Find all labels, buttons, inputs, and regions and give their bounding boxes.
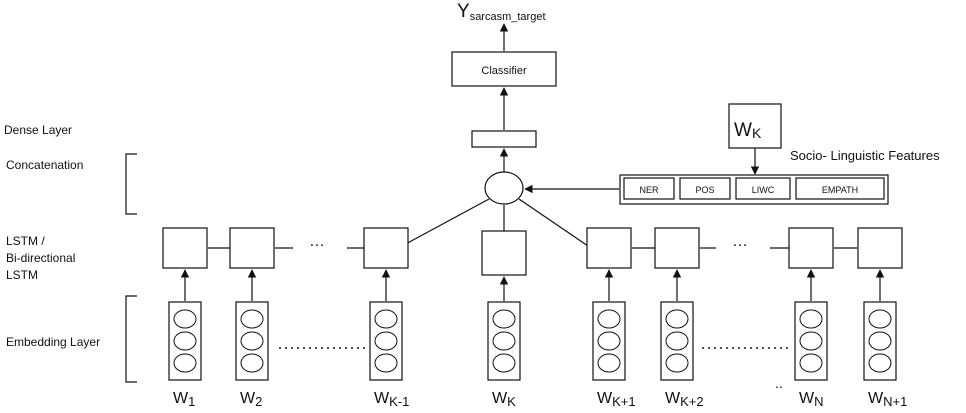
word-label-2: W2: [240, 390, 262, 409]
embedding-unit-6-3: [665, 353, 689, 373]
embedding-unit-4-3: [492, 353, 516, 373]
output-label: Ysarcasm_target: [457, 1, 546, 23]
lstm-ellipsis-left: …: [309, 233, 325, 250]
lstm-cell-4: [481, 230, 527, 276]
lstm-cell-2: [229, 227, 275, 269]
embedding-unit-2-1: [240, 309, 264, 329]
embedding-unit-7-3: [799, 353, 823, 373]
embedding-unit-3-1: [374, 309, 398, 329]
lstm-cell-6: [654, 227, 700, 269]
embedding-unit-5-2: [597, 331, 621, 351]
embedding-unit-7-1: [799, 309, 823, 329]
lstm-cell-5: [586, 227, 632, 269]
lstm-ellipsis-right: …: [732, 233, 748, 250]
embedding-unit-3-2: [374, 331, 398, 351]
lstm-cell-7: [788, 227, 834, 269]
dense-layer-label: Dense Layer: [4, 123, 72, 137]
embedding-unit-5-1: [597, 309, 621, 329]
feature-word-box: [728, 103, 782, 149]
feature-liwc-label: LIWC: [752, 185, 775, 195]
embedding-unit-1-2: [173, 331, 197, 351]
embedding-unit-2-2: [240, 331, 264, 351]
embedding-unit-8-2: [868, 331, 892, 351]
word-columns: W1 W2 WK-1 WK WK+1 WK+2 WN WN+1: [162, 227, 907, 409]
bracket-concatenation: [125, 153, 137, 215]
word-label-4: WK: [492, 390, 516, 409]
embedding-unit-4-2: [492, 331, 516, 351]
word-label-6: WK+2: [665, 390, 704, 409]
small-dots: ..: [775, 375, 783, 391]
embedding-unit-4-1: [492, 309, 516, 329]
feature-pos-label: POS: [695, 185, 714, 195]
embedding-unit-1-1: [173, 309, 197, 329]
bracket-embedding: [125, 295, 137, 383]
embedding-unit-2-3: [240, 353, 264, 373]
embedding-layer-label: Embedding Layer: [6, 335, 100, 349]
lstm-cell-3: [363, 227, 409, 269]
concatenation-node: [484, 171, 524, 205]
feature-ner-label: NER: [639, 185, 659, 195]
link-lstm-k-minus-1-to-concat: [401, 198, 490, 247]
lstm-label-line-2: Bi-directional: [6, 251, 75, 265]
word-label-3: WK-1: [374, 390, 409, 409]
link-lstm-k-plus-1-to-concat: [518, 198, 589, 247]
word-label-1: W1: [173, 390, 195, 409]
feature-empath-label: EMPATH: [822, 185, 858, 195]
embedding-unit-5-3: [597, 353, 621, 373]
lstm-cell-1: [162, 227, 208, 269]
feature-ner-box: [623, 177, 675, 200]
word-label-7: WN: [799, 390, 824, 409]
embedding-unit-6-2: [665, 331, 689, 351]
embedding-unit-1-3: [173, 353, 197, 373]
word-label-8: WN+1: [868, 390, 907, 409]
lstm-cell-8: [857, 227, 903, 269]
embedding-unit-8-1: [868, 309, 892, 329]
feature-liwc-box: [735, 177, 791, 200]
embedding-unit-6-1: [665, 309, 689, 329]
lstm-label-line-1: LSTM /: [6, 234, 45, 248]
embedding-unit-7-2: [799, 331, 823, 351]
feature-pos-box: [679, 177, 731, 200]
concatenation-label: Concatenation: [6, 158, 83, 172]
classifier-label: Classifier: [481, 65, 527, 77]
embedding-unit-8-3: [868, 353, 892, 373]
feature-empath-box: [795, 177, 885, 200]
embedding-unit-3-3: [374, 353, 398, 373]
classifier-box: [451, 51, 557, 87]
dense-layer-box: [471, 130, 537, 148]
lstm-label-line-3: LSTM: [6, 268, 38, 282]
feature-word-label: WK: [734, 120, 762, 141]
word-label-5: WK+1: [597, 390, 636, 409]
features-title: Socio- Linguistic Features: [790, 148, 940, 163]
